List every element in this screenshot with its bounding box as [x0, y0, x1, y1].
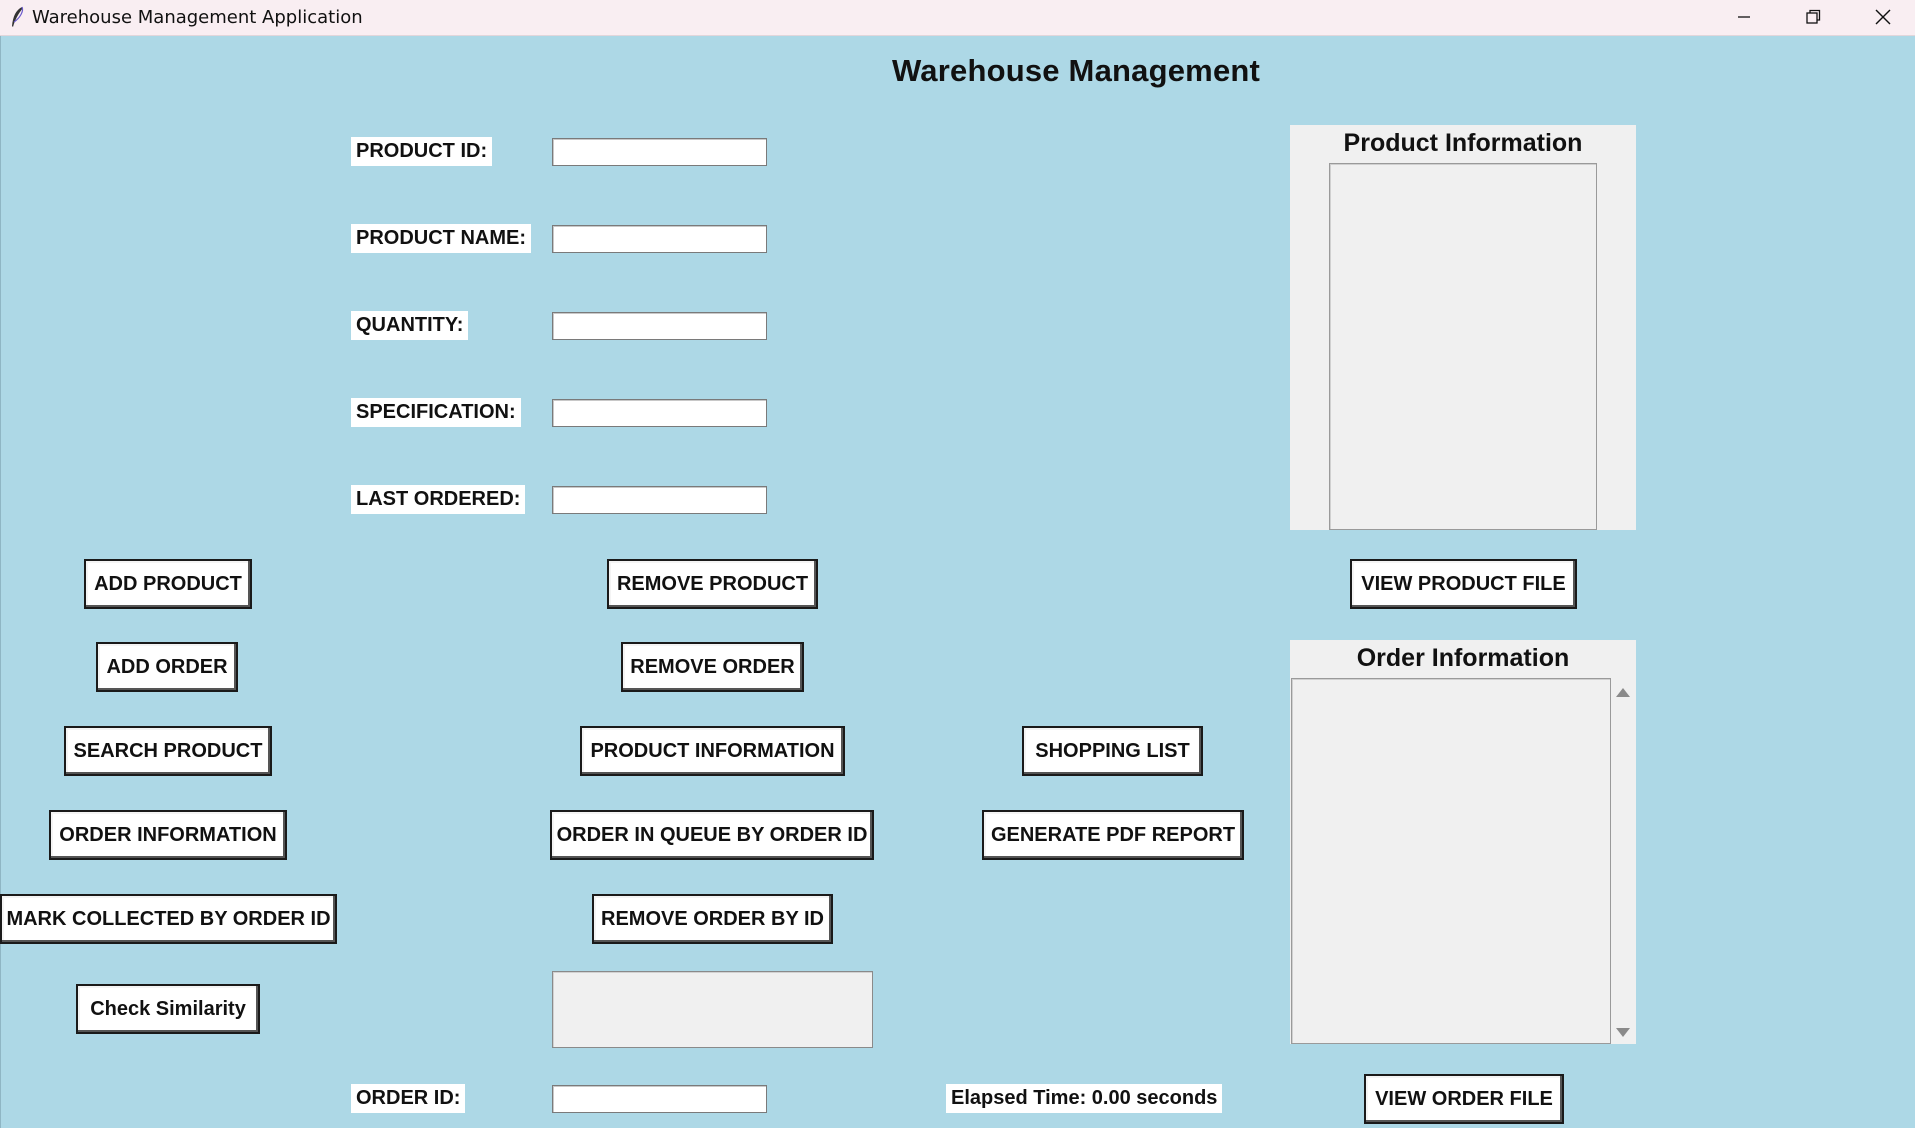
order-in-queue-button[interactable]: ORDER IN QUEUE BY ORDER ID	[550, 810, 874, 860]
product-id-input[interactable]	[552, 138, 767, 166]
close-button[interactable]	[1853, 0, 1913, 34]
window-title: Warehouse Management Application	[32, 7, 363, 28]
last-ordered-input[interactable]	[552, 486, 767, 514]
view-product-file-button[interactable]: VIEW PRODUCT FILE	[1350, 559, 1577, 609]
elapsed-time-label: Elapsed Time: 0.00 seconds	[946, 1084, 1223, 1113]
search-product-button[interactable]: SEARCH PRODUCT	[64, 726, 272, 776]
order-information-listbox[interactable]	[1291, 678, 1611, 1044]
product-name-label: PRODUCT NAME:	[351, 224, 531, 253]
restore-icon	[1806, 9, 1821, 24]
title-bar: Warehouse Management Application	[0, 0, 1915, 36]
add-order-button[interactable]: ADD ORDER	[96, 642, 238, 692]
minimize-button[interactable]	[1714, 0, 1774, 34]
product-information-button[interactable]: PRODUCT INFORMATION	[580, 726, 845, 776]
remove-order-by-id-button[interactable]: REMOVE ORDER BY ID	[592, 894, 833, 944]
page-title: Warehouse Management	[892, 53, 1261, 88]
scroll-down-arrow-icon[interactable]	[1616, 1028, 1630, 1037]
product-id-label: PRODUCT ID:	[351, 137, 493, 166]
close-icon	[1875, 9, 1891, 25]
remove-product-button[interactable]: REMOVE PRODUCT	[607, 559, 818, 609]
order-information-button[interactable]: ORDER INFORMATION	[49, 810, 287, 860]
view-order-file-button[interactable]: VIEW ORDER FILE	[1364, 1074, 1564, 1124]
scroll-up-arrow-icon[interactable]	[1616, 688, 1630, 697]
last-ordered-label: LAST ORDERED:	[351, 485, 526, 514]
app-feather-icon	[12, 6, 24, 27]
remove-order-button[interactable]: REMOVE ORDER	[621, 642, 804, 692]
quantity-label: QUANTITY:	[351, 311, 469, 340]
mark-collected-button[interactable]: MARK COLLECTED BY ORDER ID	[0, 894, 337, 944]
product-information-title: Product Information	[1343, 129, 1583, 157]
order-id-label: ORDER ID:	[351, 1084, 466, 1113]
specification-label: SPECIFICATION:	[351, 398, 521, 427]
order-information-title: Order Information	[1356, 644, 1570, 672]
product-information-panel: Product Information	[1290, 125, 1636, 530]
add-product-button[interactable]: ADD PRODUCT	[84, 559, 252, 609]
order-id-input[interactable]	[552, 1085, 767, 1113]
restore-button[interactable]	[1783, 0, 1843, 34]
specification-input[interactable]	[552, 399, 767, 427]
product-information-listbox[interactable]	[1329, 163, 1597, 530]
quantity-input[interactable]	[552, 312, 767, 340]
similarity-result-box[interactable]	[552, 971, 873, 1048]
shopping-list-button[interactable]: SHOPPING LIST	[1022, 726, 1203, 776]
order-information-panel: Order Information	[1290, 640, 1636, 1044]
minimize-icon	[1738, 16, 1750, 18]
order-information-scrollbar[interactable]	[1612, 678, 1636, 1044]
product-name-input[interactable]	[552, 225, 767, 253]
check-similarity-button[interactable]: Check Similarity	[76, 984, 260, 1034]
generate-pdf-report-button[interactable]: GENERATE PDF REPORT	[982, 810, 1244, 860]
